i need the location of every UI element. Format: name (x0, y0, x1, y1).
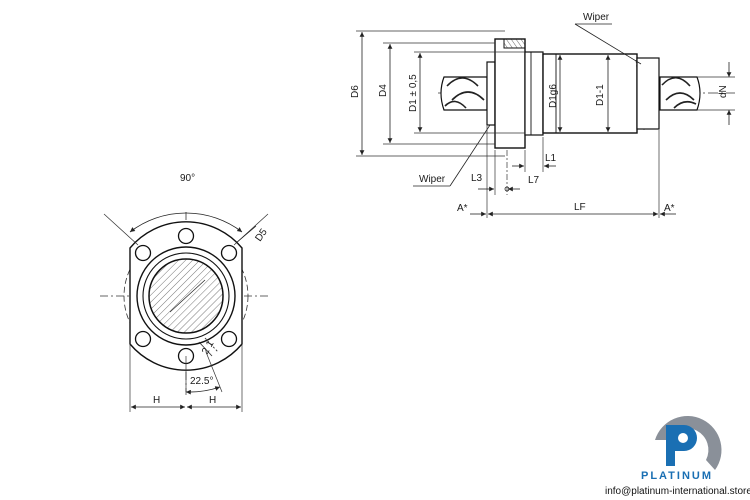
logo-brand-name: PLATINUM (641, 470, 713, 482)
bolt-hole-upper-right (220, 244, 238, 262)
lube-port-line (198, 341, 213, 357)
bolt-hole-top (177, 227, 195, 245)
a-left-label: A* (457, 203, 468, 214)
d1-1-label: D1-1 (595, 84, 606, 106)
l3-l7-origin (504, 186, 510, 192)
d6-label: D6 (350, 85, 361, 98)
l7-label: L7 (528, 175, 540, 186)
front-view: 2 1 90° D5 22.5° H H (100, 173, 270, 412)
wiper-right (636, 57, 660, 130)
flange-side (494, 38, 526, 149)
wiper-top-label: Wiper (583, 12, 610, 23)
screw-thread-right (661, 76, 697, 109)
lf-label: LF (574, 202, 586, 213)
d4-label: D4 (378, 84, 389, 97)
bolt-hole-upper-left (134, 244, 152, 262)
angle-22-label: 22.5° (190, 376, 213, 387)
angle-90-ext-left (103, 213, 139, 246)
nut-collar (524, 51, 544, 136)
angle-22-arc (185, 386, 221, 395)
wiper-top-leader (574, 23, 642, 65)
contact-email: info@platinum-international.store (605, 486, 750, 497)
platinum-logo: PLATINUM (641, 416, 722, 482)
d1-tol-label: D1 ± 0,5 (408, 74, 419, 112)
shaft-section (148, 258, 224, 334)
screw-thread-left (444, 77, 485, 109)
d1g6-label: D1g6 (548, 84, 559, 108)
wiper-bottom-label: Wiper (419, 174, 446, 185)
angle-90-arc (129, 212, 243, 233)
side-view: D6 D4 D1 ± 0,5 D1g6 D1-1 dN Wiper Wiper (350, 12, 735, 218)
h-left-label: H (153, 395, 160, 406)
l3-label: L3 (471, 173, 483, 184)
logo-p-mark (666, 425, 697, 466)
bolt-hole-lower-right (220, 330, 238, 348)
bolt-hole-lower-left (134, 330, 152, 348)
wiper-left (486, 61, 496, 126)
d5-leader (235, 225, 257, 244)
l1-label: L1 (545, 153, 557, 164)
wiper-bottom-leader (449, 124, 491, 187)
dn-label: dN (718, 85, 729, 98)
angle-90-label: 90° (180, 173, 195, 184)
d5-label: D5 (253, 227, 270, 244)
shaft-diagonal (169, 279, 206, 313)
h-right-label: H (209, 395, 216, 406)
logo-p-hole (678, 433, 688, 443)
lube-port-line-2 (204, 337, 219, 353)
a-right-label: A* (664, 203, 675, 214)
flange-hole-section (503, 38, 526, 49)
angle-22-ext-right (205, 351, 223, 393)
